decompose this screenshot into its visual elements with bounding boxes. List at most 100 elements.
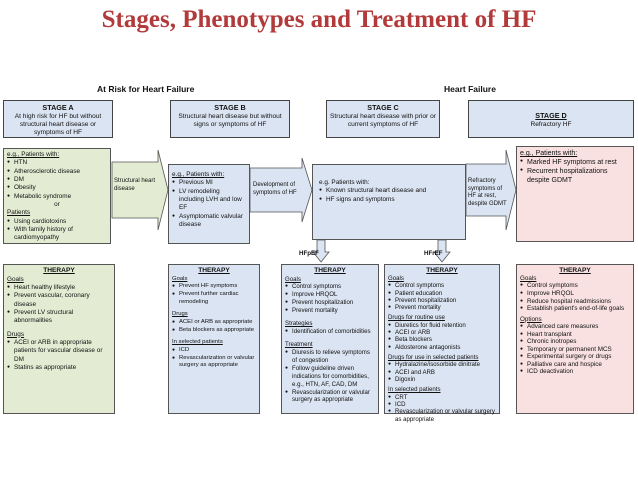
list-item: Asymptomatic valvular disease [172, 213, 246, 230]
list-item: Heart transplant [520, 331, 630, 339]
stage-a-title: STAGE A [42, 103, 74, 112]
treatment-heading: Treatment [285, 341, 313, 349]
list-item: Beta blockers as appropriate [172, 327, 256, 335]
stage-a-box: STAGE A At high risk for HF but without … [3, 100, 113, 138]
list-item: Control symptoms [520, 282, 630, 290]
therapy-hfpef-title: THERAPY [314, 267, 346, 274]
goals-heading: Goals [520, 274, 537, 282]
transition-label-ab: Structural heart disease [114, 178, 156, 192]
stage-c-examples-head: e.g. Patients with: [319, 179, 370, 186]
transition-label-bc: Development of symptoms of HF [253, 182, 297, 196]
routine-drugs-heading: Drugs for routine use [388, 314, 445, 322]
list-item: Prevent LV structural abnormalities [7, 309, 111, 326]
hfref-label: HFrEF [424, 250, 443, 257]
stage-b-examples-head: e.g., Patients with: [172, 171, 225, 178]
goals-heading: Goals [388, 274, 404, 282]
therapy-hfref-box: THERAPY Goals Control symptoms Patient e… [384, 264, 500, 423]
therapy-d-box: THERAPY Goals Control symptoms Improve H… [516, 264, 634, 414]
list-item: ICD [172, 347, 256, 355]
list-item: Marked HF symptoms at rest [520, 158, 630, 167]
arrow-a-to-b [111, 149, 169, 231]
list-item: DM [7, 176, 107, 184]
stage-d-examples-head: e.g., Patients with: [520, 150, 578, 157]
list-item: Reduce hospital readmissions [520, 298, 630, 306]
strategies-heading: Strategies [285, 320, 313, 328]
at-risk-label: At Risk for Heart Failure [97, 84, 195, 94]
stage-a-desc: At high risk for HF but without structur… [14, 113, 102, 137]
list-item: Patient education [388, 290, 496, 297]
list-item: Diuresis to relieve symptoms of congesti… [285, 349, 375, 365]
list-item: Improve HRQOL [285, 291, 375, 299]
arrow-to-hfpef [312, 239, 330, 263]
list-item: Heart healthy lifestyle [7, 284, 111, 292]
stage-a-examples-head: e.g., Patients with: [7, 151, 60, 158]
drugs-heading: Drugs [172, 311, 188, 318]
stage-b-desc: Structural heart disease but without sig… [178, 113, 282, 129]
list-item: LV remodeling including LVH and low EF [172, 188, 246, 213]
list-item: Palliative care and hospice [520, 361, 630, 369]
therapy-b-title: THERAPY [198, 267, 230, 274]
list-item: Revascularization or valvular surgery as… [285, 389, 375, 405]
stage-d-title: STAGE D [535, 111, 567, 120]
list-item: Follow guideline driven indications for … [285, 365, 375, 389]
therapy-hfpef-box: THERAPY Goals Control symptoms Improve H… [281, 264, 379, 414]
stage-c-examples: e.g. Patients with: Known structural hea… [312, 164, 466, 240]
list-item: ICD [388, 401, 496, 408]
list-item: Revascularization or valvular surgery as… [388, 408, 496, 423]
arrow-to-hfref [433, 239, 451, 263]
list-item: Prevent hospitalization [388, 297, 496, 304]
transition-label-cd: Refractory symptoms of HF at rest, despi… [468, 178, 507, 207]
drugs-heading: Drugs [7, 330, 25, 338]
list-item: HF signs and symptoms [319, 196, 459, 204]
stage-c-desc: Structural heart disease with prior or c… [330, 113, 436, 129]
list-item: Improve HRQOL [520, 290, 630, 298]
list-item: Beta blockers [388, 336, 496, 343]
hfpef-label: HFpEF [299, 250, 319, 257]
stage-b-examples: e.g., Patients with: Previous MI LV remo… [168, 164, 250, 244]
list-item: Diuretics for fluid retention [388, 322, 496, 329]
selected-heading: In selected patients [388, 386, 441, 394]
stage-a-examples-head2: Patients [7, 209, 31, 217]
list-item: Using cardiotoxins [7, 218, 107, 226]
list-item: Prevent HF symptoms [172, 283, 256, 291]
stage-d-examples: e.g., Patients with: Marked HF symptoms … [516, 146, 634, 242]
list-item: Temporary or permanent MCS [520, 346, 630, 354]
list-item: Obesity [7, 184, 107, 192]
list-item: Atherosclerotic disease [7, 168, 107, 176]
list-item: HTN [7, 159, 107, 167]
stage-b-box: STAGE B Structural heart disease but wit… [170, 100, 290, 138]
list-item: ACEI and ARB [388, 369, 496, 376]
stage-c-box: STAGE C Structural heart disease with pr… [326, 100, 440, 138]
list-item: With family history of cardiomyopathy [7, 226, 107, 243]
list-item: Prevent further cardiac remodeling [172, 291, 256, 306]
list-item: ACEI or ARB in appropriate patients for … [7, 339, 111, 364]
options-heading: Options [520, 315, 542, 323]
goals-heading: Goals [285, 275, 301, 283]
goals-heading: Goals [7, 275, 24, 283]
list-item: Aldosterone antagonists [388, 344, 496, 351]
list-item: ACEI or ARB as appropriate [172, 319, 256, 327]
list-item: Prevent mortality [285, 307, 375, 315]
list-item: Revascularization or valvular surgery as… [172, 355, 256, 370]
list-item: Identification of comorbidities [285, 328, 375, 336]
stage-d-box: STAGE D Refractory HF [468, 100, 634, 138]
list-item: Establish patient's end-of-life goals [520, 305, 630, 313]
list-item: Experimental surgery or drugs [520, 353, 630, 361]
stage-c-title: STAGE C [367, 103, 399, 112]
list-item: Known structural heart disease and [319, 187, 459, 195]
list-item: Prevent mortality [388, 304, 496, 311]
therapy-hfref-title: THERAPY [426, 267, 458, 274]
therapy-b-box: THERAPY Goals Prevent HF symptoms Preven… [168, 264, 260, 414]
list-item: Advanced care measures [520, 323, 630, 331]
list-item: CRT [388, 394, 496, 401]
heart-failure-label: Heart Failure [444, 84, 496, 94]
therapy-d-title: THERAPY [559, 267, 591, 274]
list-item: Hydralazine/isosorbide dinitrate [388, 361, 496, 368]
therapy-a-title: THERAPY [43, 267, 75, 274]
therapy-a-box: THERAPY Goals Heart healthy lifestyle Pr… [3, 264, 115, 414]
selected-heading: In selected patients [172, 339, 223, 346]
list-item: Previous MI [172, 179, 246, 187]
selected-drugs-heading: Drugs for use in selected patients [388, 354, 479, 362]
list-item: Statins as appropriate [7, 364, 111, 372]
